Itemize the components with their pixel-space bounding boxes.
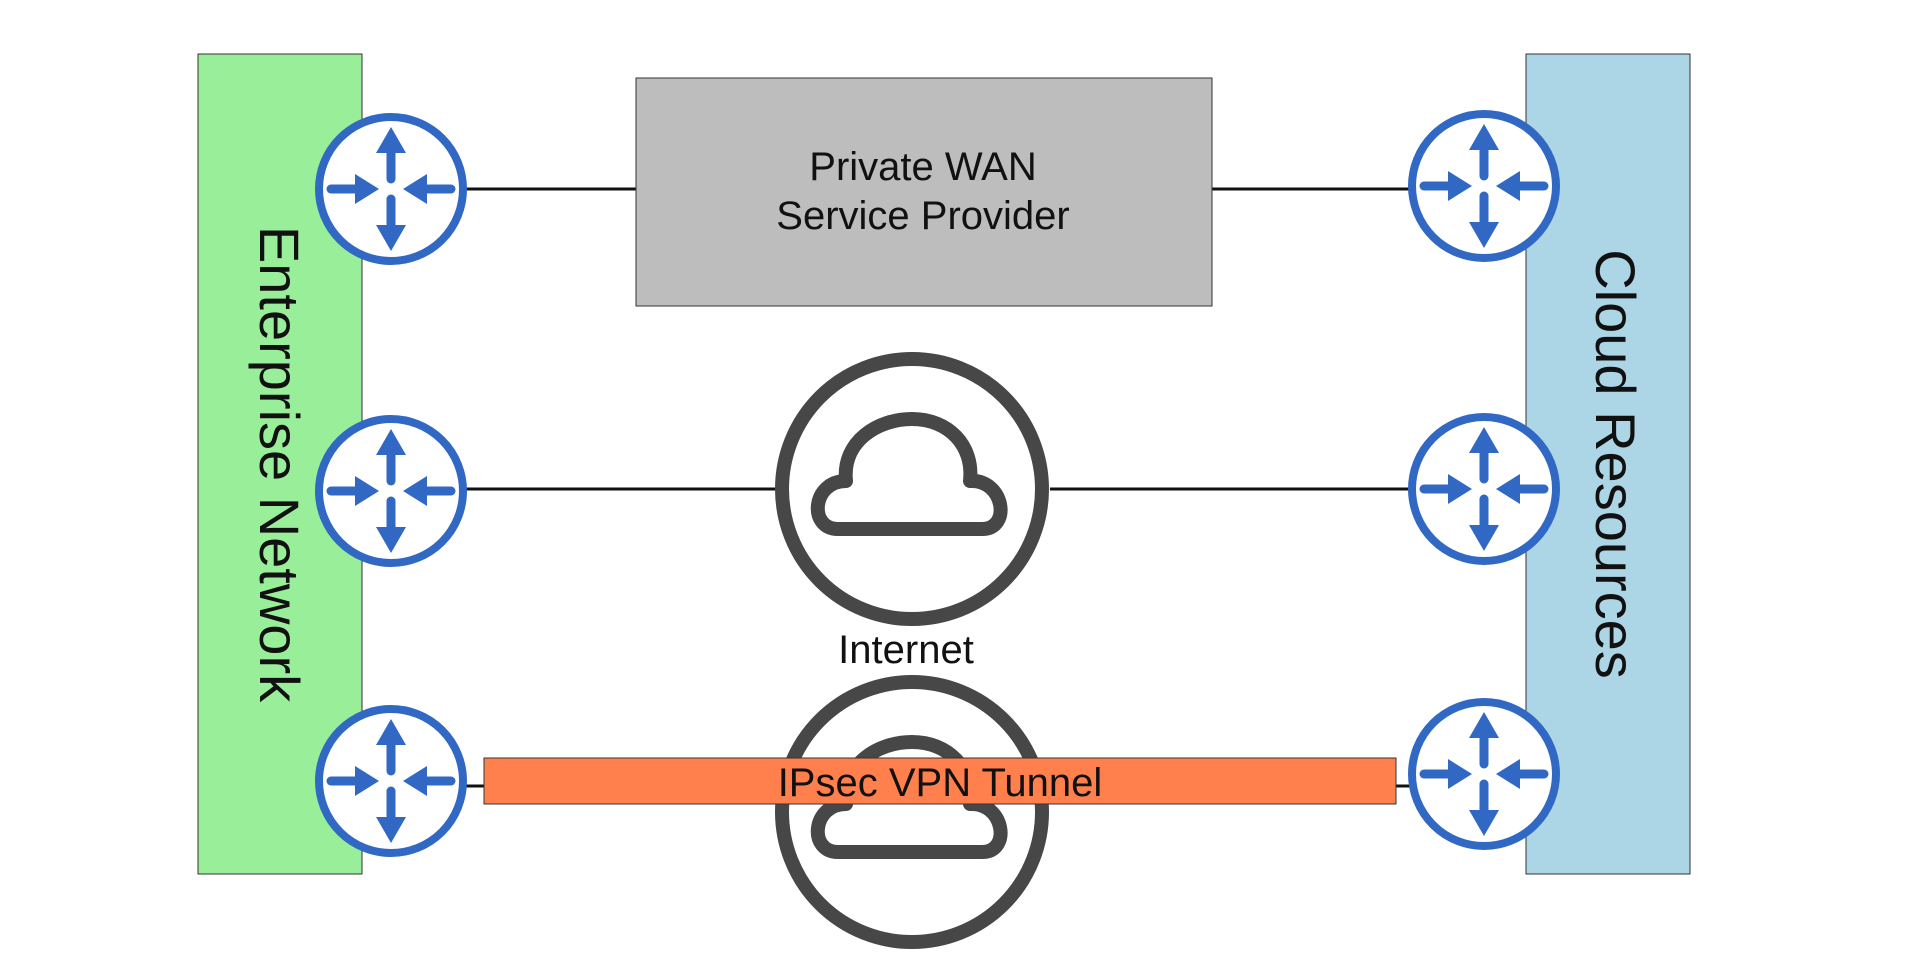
router-icon — [319, 419, 463, 563]
internet-label: Internet — [838, 628, 974, 672]
wan-box-label-line1: Private WAN — [809, 145, 1036, 189]
router-icon — [1412, 702, 1556, 846]
tunnel-label: IPsec VPN Tunnel — [778, 761, 1103, 805]
router-icon — [319, 117, 463, 261]
router-icon — [1412, 114, 1556, 258]
cloud-icon — [782, 682, 1042, 942]
wan-box-label-line2: Service Provider — [776, 194, 1069, 238]
router-icon — [319, 709, 463, 853]
cloud-icon — [782, 359, 1042, 619]
enterprise-network-label: Enterprise Network — [248, 226, 311, 703]
ipsec-tunnel-bar — [483, 757, 1397, 805]
cloud-resources-label: Cloud Resources — [1584, 249, 1647, 679]
router-icon — [1412, 417, 1556, 561]
private-wan-box — [635, 77, 1213, 307]
